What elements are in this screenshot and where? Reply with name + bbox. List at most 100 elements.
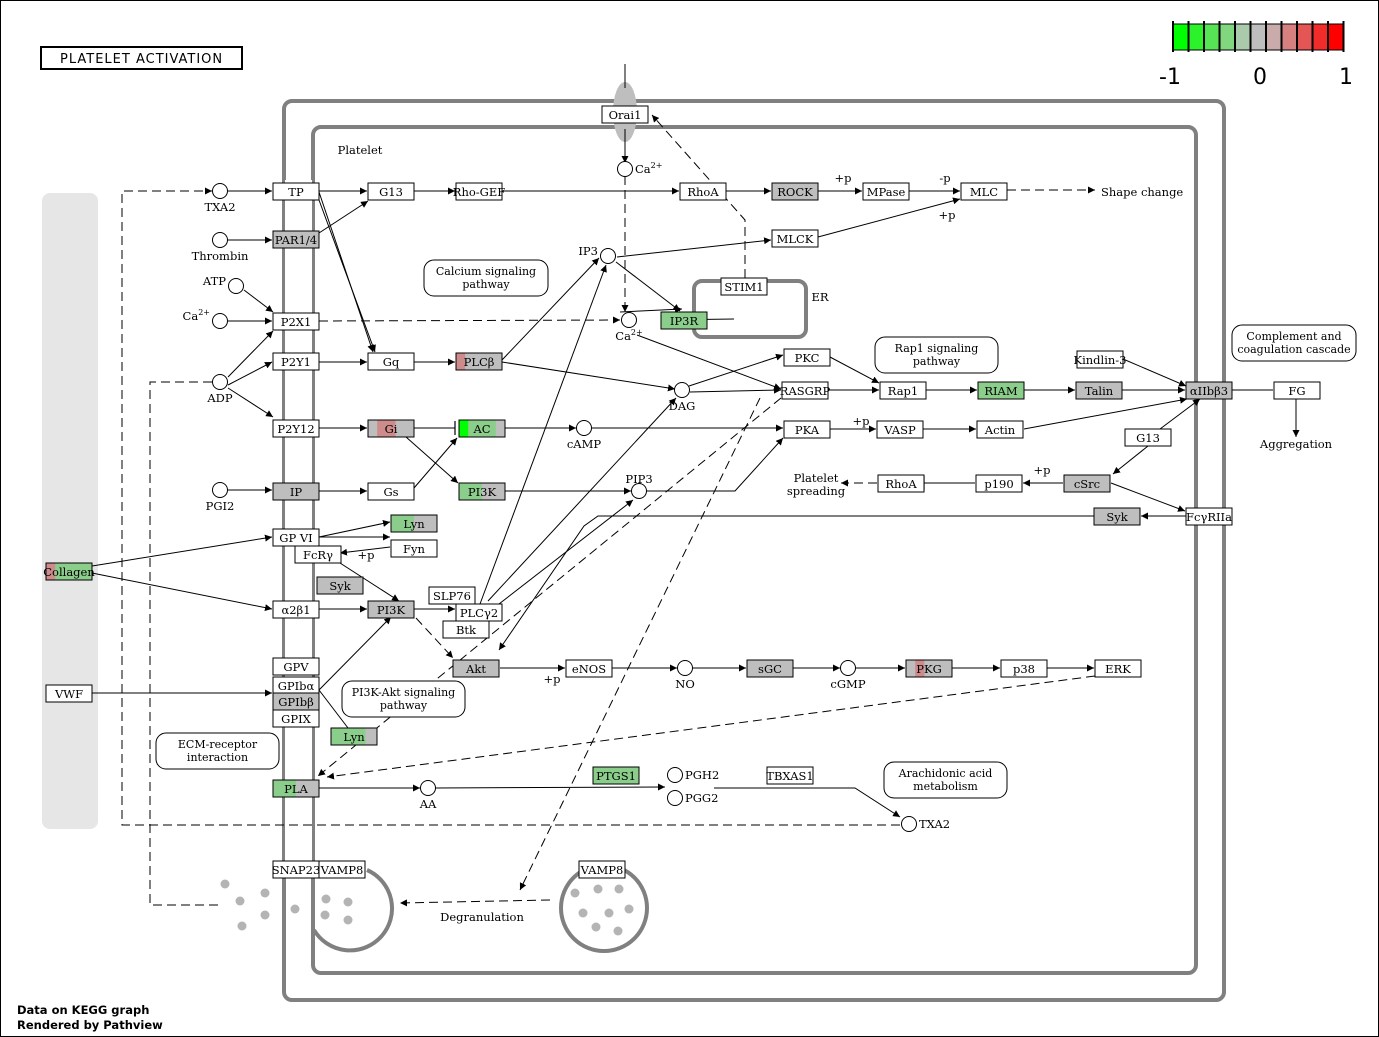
gene-node-fill [273,483,320,500]
edge [318,520,391,538]
edge [1112,445,1149,475]
edge [829,356,880,384]
gene-node-fill [942,660,953,677]
gene-label-orai1: Orai1 [609,108,642,122]
pathway-node-calcium [423,259,549,297]
gene-node-fill [486,420,497,437]
gene-label-mpase: MPase [867,185,906,199]
pathway-label-pi3kakt: PI3K-Akt signaling [352,686,455,699]
gene-label-rhoa1: RhoA [687,185,719,199]
gene-node-gpix [272,709,320,728]
granule-content-dot [593,884,603,894]
gene-label-syk1: Syk [329,579,351,593]
edge [318,689,349,729]
gene-node-syk2 [1093,507,1141,526]
gene-label-talin: Talin [1085,384,1114,398]
gene-node-rock [771,182,819,201]
edge [498,499,634,605]
pathway-node-pi3kakt [341,680,466,718]
gene-node-fill [933,660,944,677]
gene-node-fill [296,780,320,797]
gene-node-ip [272,482,320,501]
platelet-label: Platelet [338,143,383,157]
gene-label-par14: PAR1/4 [275,233,317,247]
gene-node-fill [474,353,484,370]
legend-bin [1188,24,1204,50]
gene-node-fill [391,540,438,557]
gene-label-rhogef: Rho-GEF [453,185,505,199]
gene-node-fill [495,420,506,437]
pathway-label-calcium-line2: pathway [462,278,510,291]
edge [498,515,1094,651]
outcome-aggregation: Aggregation [1259,437,1333,451]
gene-node-fill [465,353,475,370]
gene-node-rap1 [879,381,927,400]
gene-node-fill [368,483,415,500]
gene-label-lyn1: Lyn [403,517,425,531]
edge [91,572,273,612]
edge [616,237,772,258]
gene-label-rhoa2: RhoA [885,477,917,491]
edge [413,437,458,489]
gene-node-fill [906,660,916,677]
gene-node-a2b1 [272,600,320,619]
edge-label-phosphorylation: +p [939,208,956,222]
gene-node-fill [772,183,819,200]
edge [318,200,369,234]
edge-label-phosphorylation: +p [853,414,870,428]
gene-node-plcb [455,352,503,371]
gene-node-fill [46,685,93,702]
granule-content-dot [260,910,270,920]
gene-label-p2y1: P2Y1 [281,355,311,369]
compound-label-txa2a: TXA2 [204,200,235,214]
gene-node-pi3ka [458,482,506,501]
gene-node-fill [46,563,56,580]
gene-node-fill [342,728,355,745]
pathway-label-complement-line2: coagulation cascade [1237,343,1350,356]
gene-node-fill [784,349,831,366]
edge [817,197,961,238]
edge [405,436,459,484]
gene-label-tp: TP [288,185,304,199]
gene-node-g13b [1124,428,1172,447]
edge [519,397,761,891]
gene-label-actin: Actin [984,423,1016,437]
compound-label-pgi2: PGI2 [206,499,235,513]
edge [227,387,274,418]
compound-node-pgi2 [212,482,228,498]
gene-node-fill [273,529,320,546]
edge [636,334,782,390]
compound-node-aa [420,780,436,796]
gene-node-p38 [1000,659,1048,678]
granule-content-dot [570,888,580,898]
fused-granule [312,868,395,953]
gene-node-fill [386,420,396,437]
edge [317,397,782,777]
gene-node-fill [915,660,925,677]
gene-node-fill [55,563,65,580]
compound-node-dag [674,382,690,398]
legend-bin [1235,24,1251,50]
gene-label-pi3ka: PI3K [468,485,497,499]
compound-node-atp [228,278,244,294]
credit-data: Data on KEGG graph [17,1003,150,1017]
gene-node-fill [354,728,366,745]
gene-node-fill [482,483,506,500]
platelet-membrane-inner [311,125,1198,975]
gene-label-fcgriia: FcγRIIa [1186,510,1232,524]
gene-label-ac: AC [472,422,490,436]
gene-node-fill [784,421,831,438]
gene-node-fill [273,780,297,797]
pathway-label-calcium: Calcium signaling [436,265,536,278]
granule-content-dot [260,888,270,898]
gene-node-fill [414,515,438,532]
gene-label-pka: PKA [795,423,820,437]
legend-bin [1204,24,1220,50]
edge [615,261,681,312]
gene-label-gi: Gi [385,422,398,436]
gene-label-pla: PLA [284,782,308,796]
edge [651,114,746,278]
granule-content-dot [235,896,245,906]
gene-node-erk [1094,659,1142,678]
gene-node-rhogef [455,182,503,201]
